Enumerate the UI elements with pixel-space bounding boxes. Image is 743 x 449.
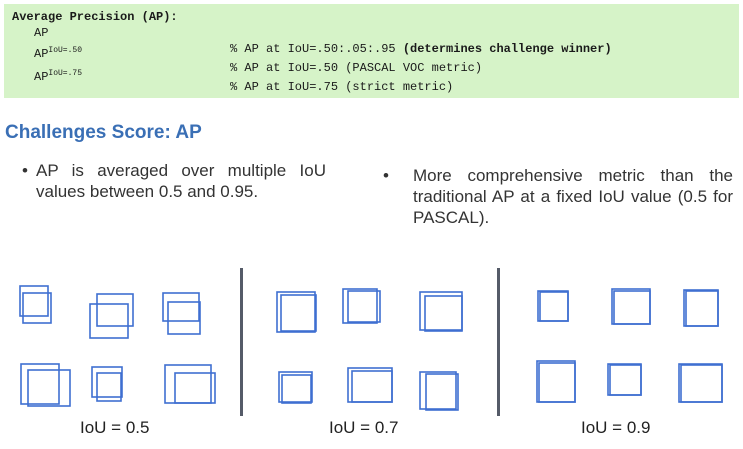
group-divider — [240, 268, 243, 416]
bounding-box — [538, 362, 576, 403]
bounding-box — [167, 301, 201, 335]
bounding-box — [424, 295, 463, 332]
bounding-box — [347, 290, 381, 323]
bounding-box — [22, 292, 52, 324]
iou-07-boxes — [276, 288, 463, 411]
bounding-box — [678, 363, 723, 403]
comment-ap75: % AP at IoU=.75 (strict metric) — [230, 80, 454, 94]
metric-ap75: APIoU=.75 — [34, 69, 83, 84]
bullet-dot: • — [383, 166, 389, 185]
iou-05-boxes — [19, 285, 216, 407]
bounding-box — [685, 290, 719, 327]
bounding-box — [609, 364, 642, 396]
bounding-box — [613, 290, 651, 325]
bounding-box — [162, 292, 200, 322]
comment-ap: % AP at IoU=.50:.05:.95 (determines chal… — [230, 42, 612, 56]
metric-ap: AP — [34, 26, 49, 40]
bounding-box — [539, 291, 569, 322]
metric-ap50: APIoU=.50 — [34, 46, 83, 61]
code-heading: Average Precision (AP): — [12, 10, 178, 24]
bounding-box — [96, 372, 122, 402]
iou-07-label: IoU = 0.7 — [329, 418, 399, 437]
bounding-box — [19, 285, 49, 317]
bounding-box — [96, 293, 134, 327]
bullet-item: • More comprehensive metric than the tra… — [383, 165, 733, 228]
bounding-box — [419, 371, 457, 410]
bounding-box — [278, 371, 313, 403]
bounding-box — [419, 291, 463, 331]
bullet-item: • AP is averaged over multiple IoU value… — [22, 160, 326, 202]
bounding-box — [89, 303, 129, 339]
comment-ap50: % AP at IoU=.50 (PASCAL VOC metric) — [230, 61, 483, 75]
group-divider — [497, 268, 500, 416]
bounding-box — [164, 364, 212, 404]
bounding-box — [20, 363, 60, 405]
bounding-box — [611, 288, 651, 325]
iou-box-illustration — [19, 285, 723, 411]
iou-09-boxes — [536, 288, 723, 403]
bounding-box — [27, 369, 71, 407]
bounding-box — [280, 294, 317, 332]
bounding-box — [347, 367, 393, 403]
bounding-box — [342, 288, 378, 324]
iou-05-label: IoU = 0.5 — [80, 418, 150, 437]
bounding-box — [683, 289, 719, 327]
metrics-code-block: Average Precision (AP): AP APIoU=.50 API… — [4, 4, 739, 98]
bullet-text: More comprehensive metric than the tradi… — [413, 166, 733, 227]
bounding-box — [607, 363, 642, 396]
bounding-box — [425, 373, 459, 411]
bounding-box — [91, 366, 123, 398]
bounding-box — [351, 370, 393, 403]
bounding-box — [174, 372, 216, 404]
bounding-box — [536, 360, 576, 403]
iou-09-label: IoU = 0.9 — [581, 418, 651, 437]
bullet-dot: • — [22, 161, 28, 180]
bounding-box — [537, 290, 569, 322]
bullet-text: AP is averaged over multiple IoU values … — [36, 161, 326, 201]
section-title: Challenges Score: AP — [5, 122, 202, 143]
bounding-box — [281, 374, 312, 404]
bounding-box — [276, 291, 316, 333]
bounding-box — [680, 364, 723, 403]
